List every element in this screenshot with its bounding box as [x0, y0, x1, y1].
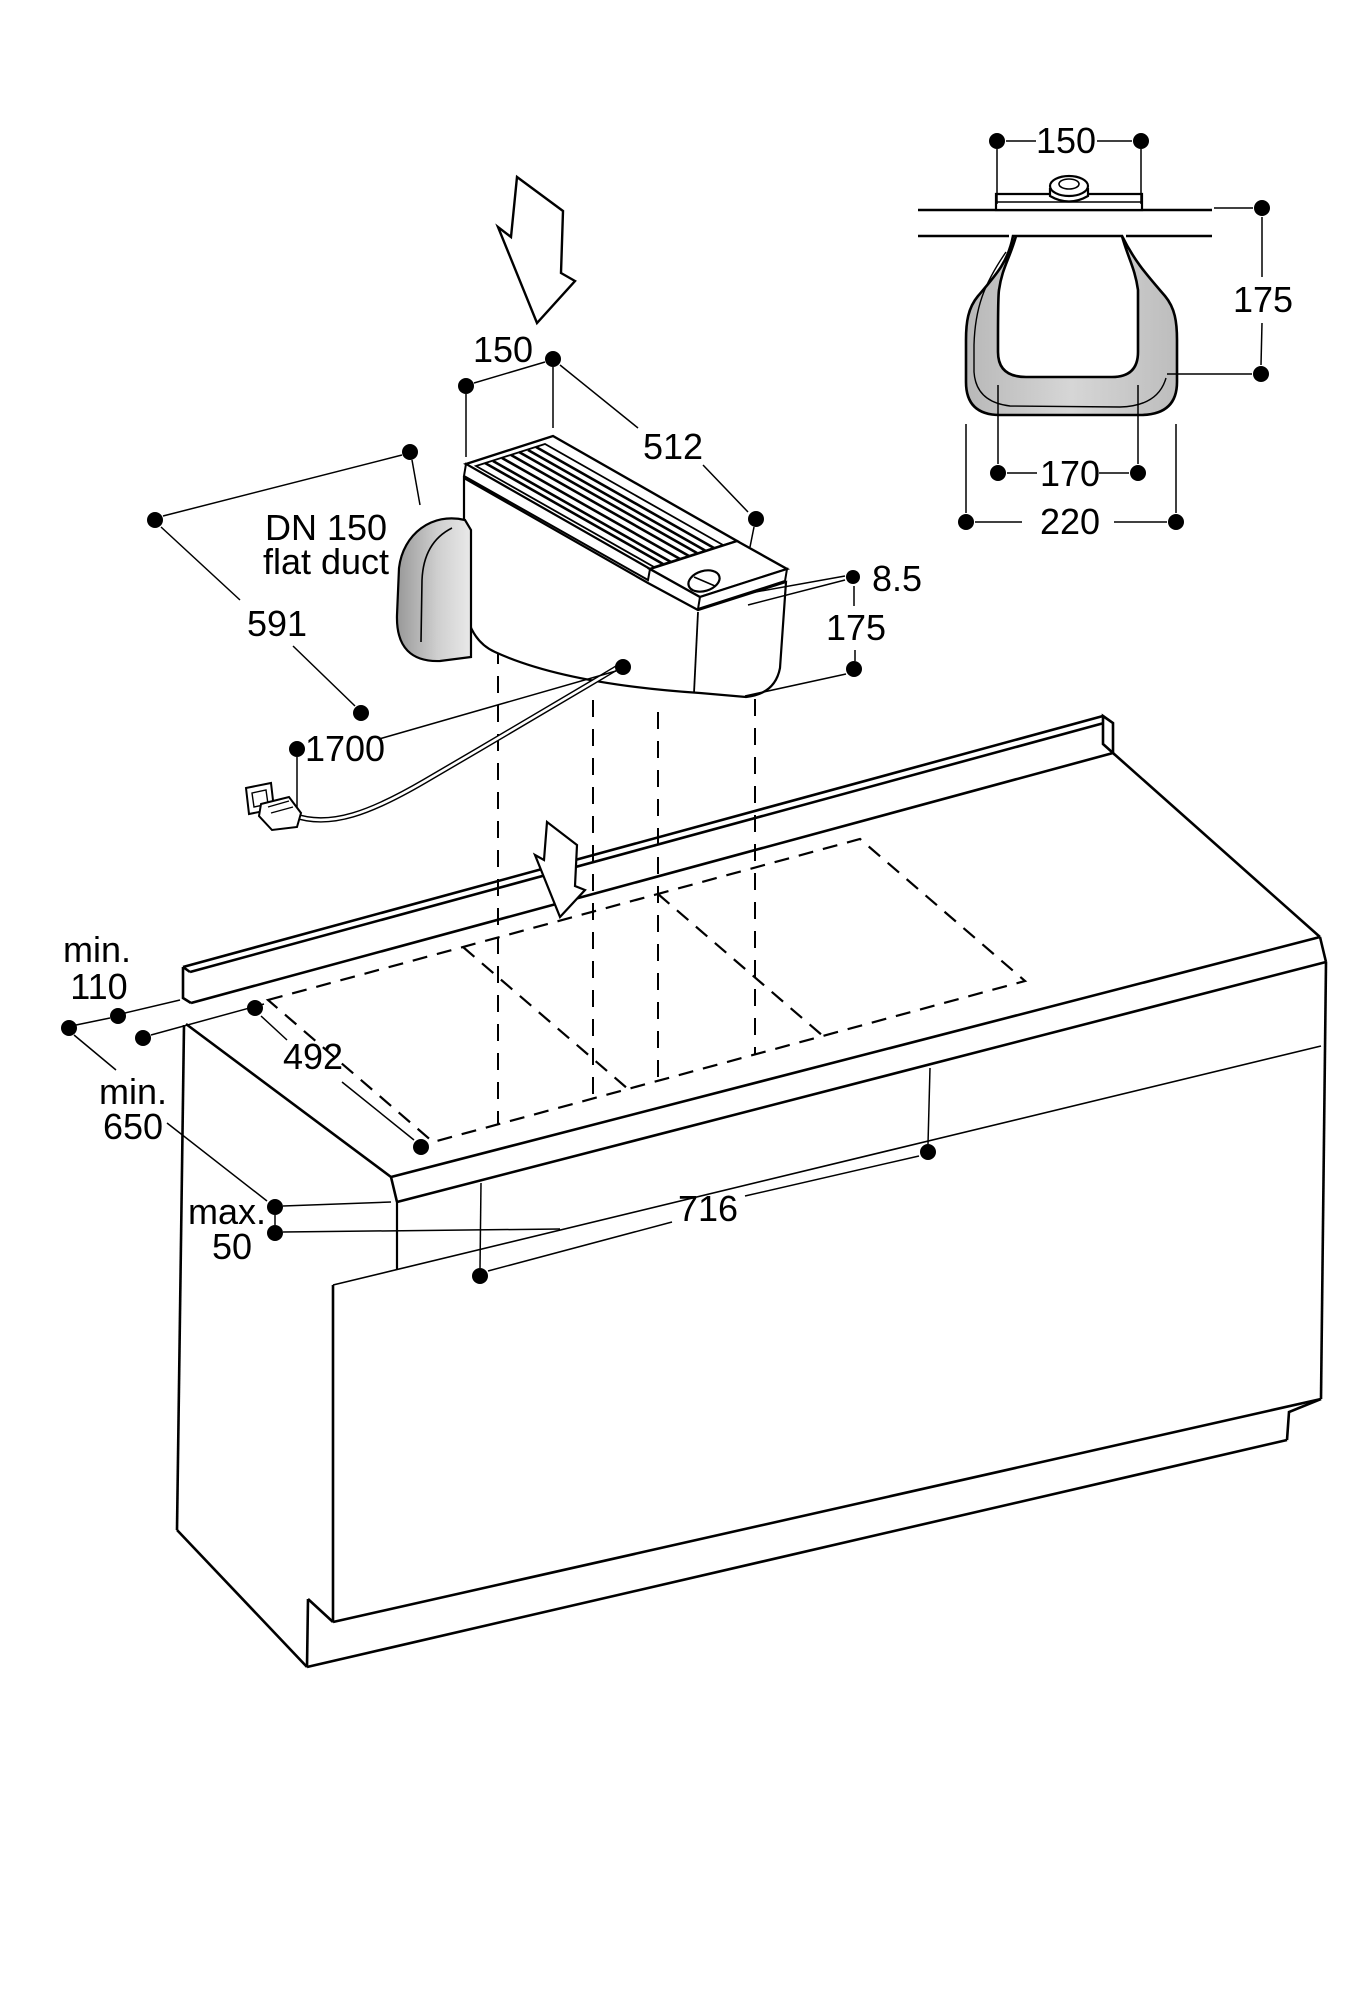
section-knob [1048, 174, 1090, 203]
label-1700: 1700 [305, 728, 385, 769]
label-110: 110 [70, 966, 127, 1007]
label-8-5: 8.5 [872, 558, 922, 599]
grille-front-edge [462, 462, 652, 582]
insert-arrow-large [495, 174, 577, 326]
cabinet [175, 612, 1328, 1669]
dim-175-appliance [744, 586, 862, 697]
dim-max-50 [267, 1199, 561, 1241]
appliance-body [462, 476, 788, 699]
label-duct-line1: DN 150 [265, 507, 387, 548]
section-body [964, 234, 1179, 417]
dim-min-110 [61, 999, 265, 1071]
dim-512 [559, 364, 764, 548]
insert-arrow-small [532, 819, 587, 920]
label-duct-line2: flat duct [263, 541, 389, 582]
dim-1700 [289, 659, 631, 808]
label-max-overhang: max. [188, 1191, 266, 1232]
dim-8-5 [747, 570, 860, 606]
cutout-divider-2 [657, 893, 824, 1037]
detail-dim-220 [958, 424, 1184, 530]
dim-591 [147, 444, 421, 721]
flat-duct-elbow [395, 517, 473, 663]
detail-label-220: 220 [1040, 501, 1100, 542]
label-50: 50 [212, 1226, 252, 1267]
dim-716 [472, 1067, 936, 1284]
door-gap-line [332, 1045, 1322, 1286]
cabinet-body [175, 961, 1328, 1669]
power-plug [244, 781, 303, 832]
cutout-divider-1 [462, 946, 629, 1090]
label-650: 650 [103, 1106, 163, 1147]
grille-slats [484, 445, 715, 566]
detail-dim-175 [1167, 200, 1270, 382]
detail-dim-170 [990, 385, 1146, 481]
countertop [185, 752, 1328, 1204]
control-panel [647, 539, 790, 611]
detail-label-150: 150 [1036, 120, 1096, 161]
section-worktop [918, 208, 1212, 238]
detail-dimensions [958, 133, 1270, 530]
label-175-appliance: 175 [826, 607, 886, 648]
detail-label-175: 175 [1233, 279, 1293, 320]
label-492: 492 [283, 1036, 343, 1077]
label-150-appliance: 150 [473, 329, 533, 370]
section-wall-line [973, 251, 1167, 408]
detail-label-170: 170 [1040, 453, 1100, 494]
backsplash [181, 713, 1115, 1005]
label-716: 716 [678, 1188, 738, 1229]
cutout-outline [265, 837, 1028, 1144]
label-591: 591 [247, 603, 307, 644]
detail-dim-150 [989, 133, 1149, 204]
power-cable [292, 664, 620, 823]
label-512: 512 [643, 426, 703, 467]
main-dimensions [61, 351, 936, 1284]
dim-150-appliance [458, 351, 561, 457]
dim-492 [247, 1000, 429, 1155]
labels: 150 512 591 1700 DN 150 flat duct 8.5 17… [63, 120, 1293, 1267]
appliance-isometric [244, 174, 790, 832]
label-min-clearance: min. [99, 1071, 167, 1112]
ventilation-grille [462, 434, 740, 582]
cross-section-detail [918, 174, 1212, 417]
dim-min-650-leader [166, 1122, 268, 1202]
label-min-rear: min. [63, 929, 131, 970]
